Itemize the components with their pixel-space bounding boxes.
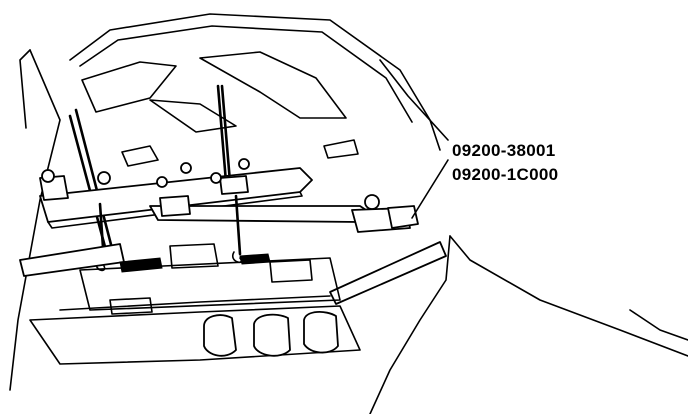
support-fixture-crossbar [39,158,419,233]
part-number-label-1: 09200-38001 [452,141,556,160]
front-bumper [29,305,361,365]
fender-rails [19,241,447,305]
leader-line [411,159,449,219]
hood-support-rods [68,84,232,260]
open-hood [69,13,441,167]
vehicle-body [9,49,688,414]
engine-compartment [59,243,341,315]
part-number-label-2: 09200-1C000 [452,165,559,184]
